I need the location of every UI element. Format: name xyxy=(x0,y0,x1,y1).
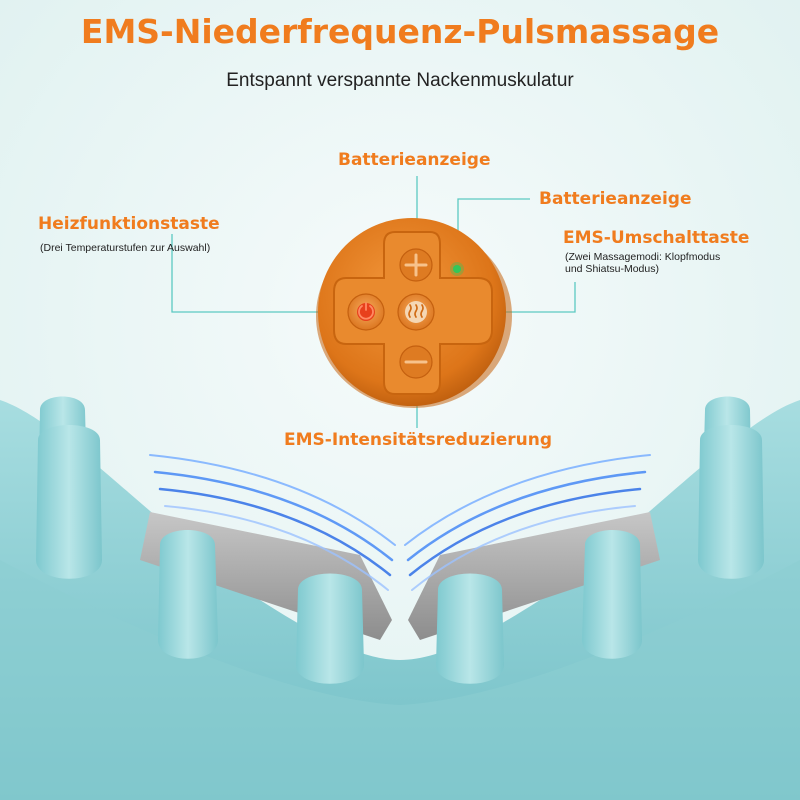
ems-switch-note-line2: und Shiatsu-Modus) xyxy=(565,263,659,275)
battery-led-icon xyxy=(450,262,464,276)
page-subtitle: Entspannt verspannte Nackenmuskulatur xyxy=(226,70,574,91)
battery-indicator-label-top: Batterieanzeige xyxy=(338,150,491,170)
power-icon xyxy=(358,302,374,320)
wave-icon xyxy=(408,304,424,318)
neck-cushion xyxy=(0,400,800,800)
ems-switch-label: EMS-Umschalttaste xyxy=(563,228,750,248)
massage-nubs xyxy=(36,396,764,684)
minus-button[interactable] xyxy=(399,345,433,379)
heat-function-label: Heizfunktionstaste xyxy=(38,214,220,234)
ems-switch-button[interactable] xyxy=(397,293,435,331)
page-title: EMS-Niederfrequenz-Pulsmassage xyxy=(80,12,720,51)
heat-button[interactable] xyxy=(347,293,385,331)
plus-icon xyxy=(404,253,428,277)
plus-button[interactable] xyxy=(399,248,433,282)
ems-pulse-waves xyxy=(149,454,651,591)
intensity-reduction-label: EMS-Intensitätsreduzierung xyxy=(284,430,552,450)
heat-function-note: (Drei Temperaturstufen zur Auswahl) xyxy=(40,242,211,254)
ems-switch-note-line1: (Zwei Massagemodi: Klopfmodus xyxy=(565,251,721,263)
battery-indicator-label-right: Batterieanzeige xyxy=(539,189,692,209)
